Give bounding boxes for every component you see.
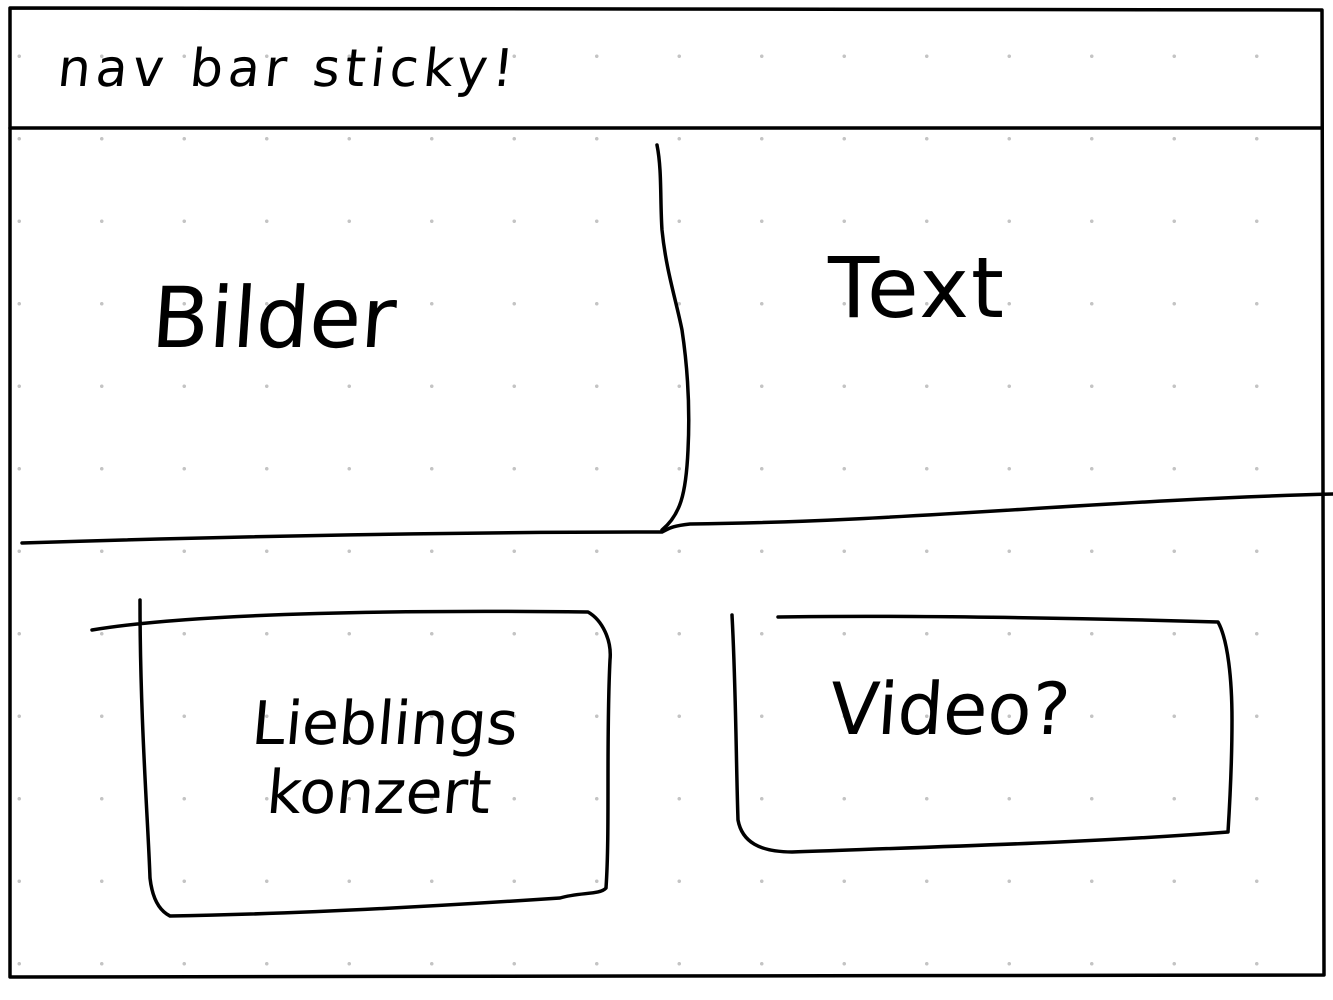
images-section-label: Bilder [148,269,400,367]
text-section-label: Text [828,239,1006,337]
section-divider-line [20,492,1333,545]
concert-box-outline [90,598,612,918]
outer-frame [8,6,1326,979]
nav-bar-label: nav bar sticky! [54,39,522,99]
video-box-label: Video? [827,667,1073,751]
vertical-divider-line [655,143,691,532]
concert-box-label: Lieblings konzert [249,689,522,828]
video-box-outline [730,613,1234,854]
